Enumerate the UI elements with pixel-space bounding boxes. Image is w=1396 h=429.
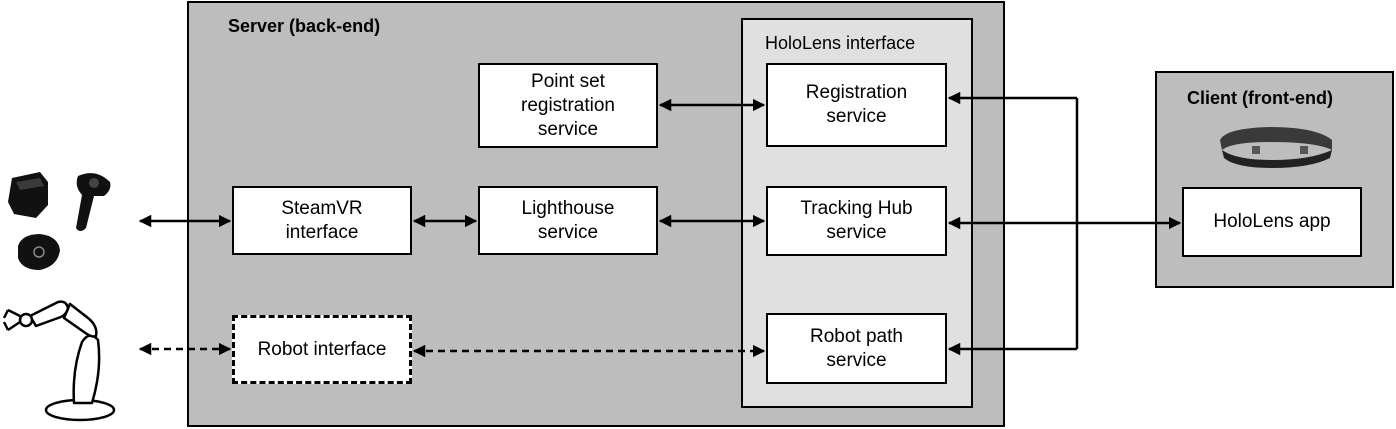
hololens-app-label: HoloLens app	[1213, 211, 1331, 232]
server-title: Server (back-end)	[228, 16, 381, 36]
robot-interface-box: Robot interface	[232, 315, 412, 384]
registration-service-label: Registration service	[805, 82, 908, 127]
client-title: Client (front-end)	[1187, 88, 1333, 108]
hololens-app-box: HoloLens app	[1182, 187, 1362, 257]
hololens-interface-title: HoloLens interface	[765, 33, 916, 53]
lighthouse-service-label: Lighthouse service	[521, 197, 615, 243]
lighthouse-service-box: Lighthouse service	[478, 186, 658, 255]
point-set-registration-label: Point set registration service	[521, 70, 615, 140]
robot-path-service-label: Robot path service	[810, 325, 903, 371]
robot-interface-label: Robot interface	[257, 338, 387, 360]
tracking-hub-service-label: Tracking Hub service	[800, 198, 913, 243]
hololens-headset-icon	[1220, 127, 1332, 168]
robot-arm-icon	[2, 300, 116, 422]
steamvr-interface-box: SteamVR interface	[232, 186, 412, 255]
registration-service-box: Registration service	[766, 63, 947, 147]
point-set-registration-box: Point set registration service	[478, 63, 658, 148]
vive-controller-icon	[76, 173, 111, 231]
vive-tracker-icon	[8, 172, 48, 218]
tracking-hub-service-box: Tracking Hub service	[766, 186, 947, 256]
robot-path-service-box: Robot path service	[766, 313, 947, 384]
vive-puck-icon	[18, 234, 60, 270]
steamvr-interface-label: SteamVR interface	[281, 197, 363, 243]
